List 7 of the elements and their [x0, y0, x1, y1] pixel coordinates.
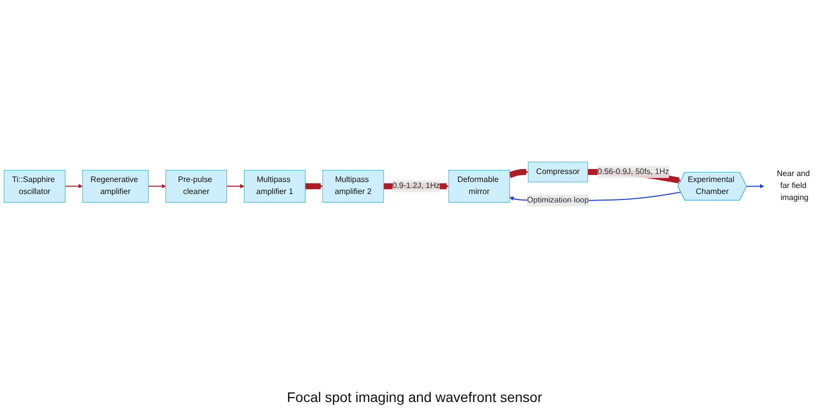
- note-text: Focal spot imaging and wavefront sensor: [286, 389, 544, 405]
- arrow: [64, 184, 83, 188]
- arrow: [226, 184, 244, 188]
- arrow: [508, 168, 528, 178]
- arrow: [746, 184, 764, 188]
- arrow: [304, 183, 323, 190]
- arrow: [148, 184, 166, 188]
